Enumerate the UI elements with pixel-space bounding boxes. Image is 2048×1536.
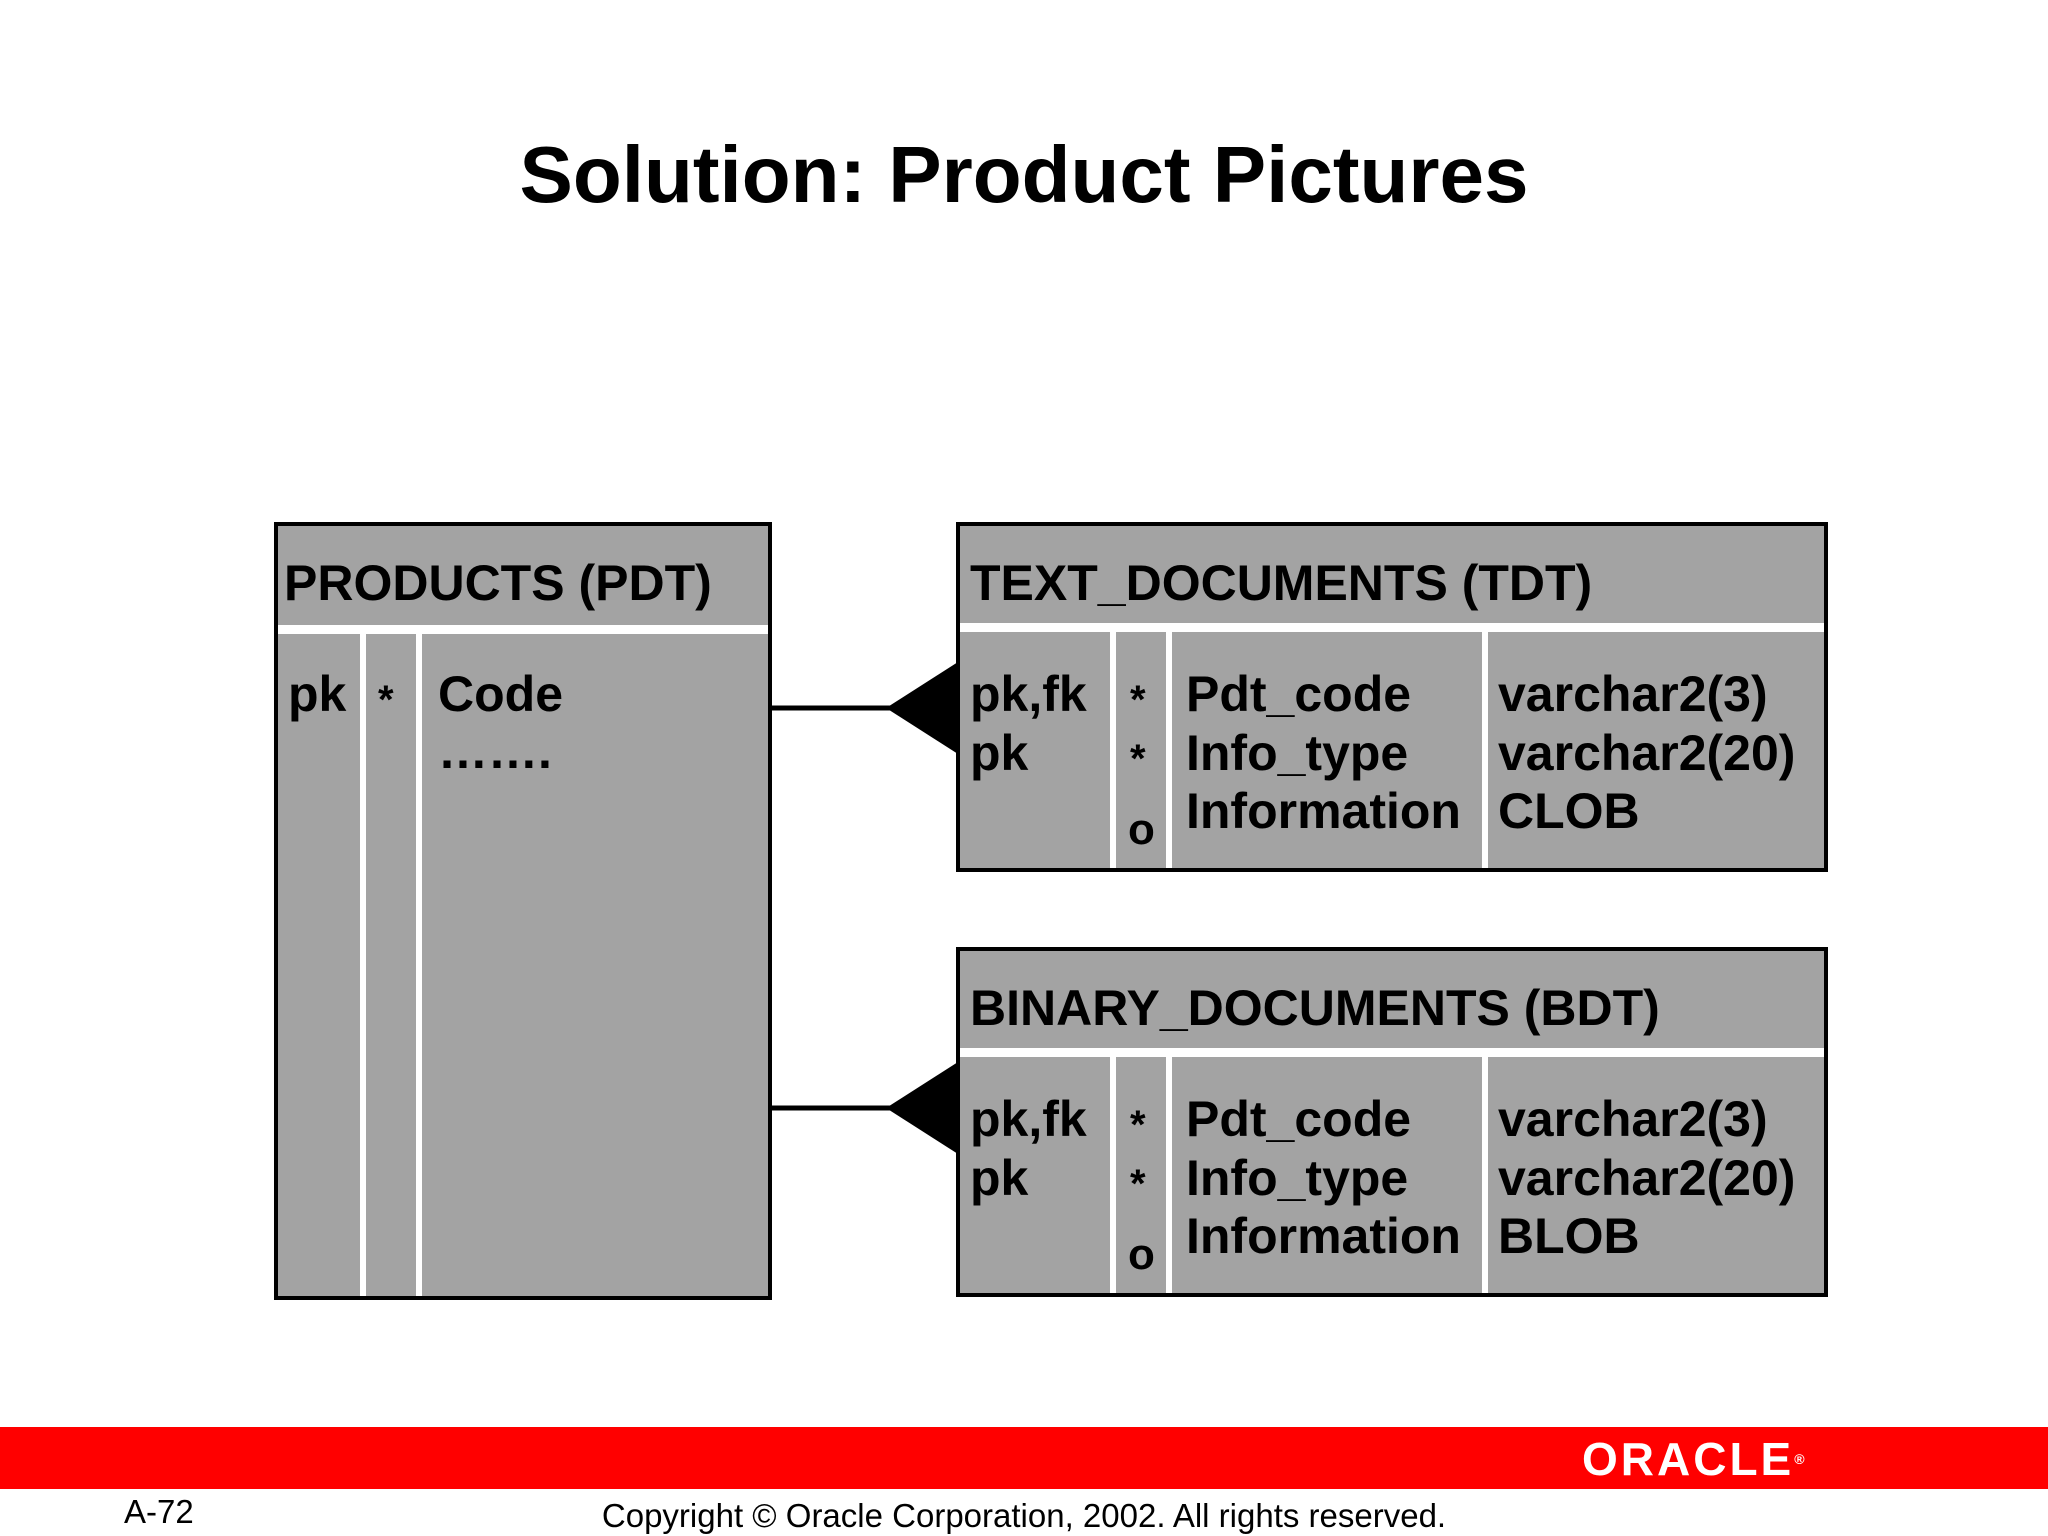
bdt-attr-info-type: Info_type [1186,1150,1409,1206]
products-entity: PRODUCTS (PDT) pk * Code ……. [274,522,772,1300]
pdt-tdt-crowsfoot-icon [886,662,958,754]
bdt-type-3: BLOB [1498,1208,1640,1264]
pdt-bdt-crowsfoot-icon [886,1062,958,1154]
bdt-attr-pdt-code: Pdt_code [1186,1091,1412,1147]
column-divider [1166,1057,1172,1293]
bdt-key-2: pk [970,1150,1029,1206]
tdt-mark-2: * [1130,737,1146,781]
bdt-type-1: varchar2(3) [1498,1091,1768,1147]
tdt-key-2: pk [970,725,1029,781]
column-divider [416,634,422,1296]
bdt-mark-3: o [1128,1230,1155,1279]
products-key-pk: pk [288,666,347,722]
tdt-mark-1: * [1130,678,1146,722]
products-attr-code: Code [438,666,563,722]
column-divider [1482,632,1488,868]
products-more-attributes: ……. [438,723,552,779]
tdt-attr-pdt-code: Pdt_code [1186,666,1412,722]
bdt-attr-information: Information [1186,1208,1461,1264]
tdt-type-1: varchar2(3) [1498,666,1768,722]
tdt-attr-information: Information [1186,783,1461,839]
page-number: A-72 [124,1493,194,1530]
tdt-type-3: CLOB [1498,783,1640,839]
copyright-notice: Copyright © Oracle Corporation, 2002. Al… [601,1497,1447,1534]
tdt-type-2: varchar2(20) [1498,725,1796,781]
entity-header-divider [960,1048,1824,1057]
oracle-logo-text: ORACLE [1582,1433,1795,1485]
bdt-mark-1: * [1130,1103,1146,1147]
tdt-attr-info-type: Info_type [1186,725,1409,781]
registered-mark: ® [1794,1451,1805,1467]
bdt-type-2: varchar2(20) [1498,1150,1796,1206]
bdt-key-1: pk,fk [970,1091,1087,1147]
column-divider [1110,1057,1116,1293]
bdt-mark-2: * [1130,1162,1146,1206]
binary-documents-entity-title: BINARY_DOCUMENTS (BDT) [970,980,1660,1036]
text-documents-entity-title: TEXT_DOCUMENTS (TDT) [970,555,1593,611]
column-divider [1482,1057,1488,1293]
column-divider [360,634,366,1296]
column-divider [1166,632,1172,868]
text-documents-entity: TEXT_DOCUMENTS (TDT) pk,fk * Pdt_code va… [956,522,1828,872]
products-entity-title: PRODUCTS (PDT) [284,555,712,611]
tdt-mark-3: o [1128,805,1155,854]
tdt-key-1: pk,fk [970,666,1087,722]
products-mandatory-mark: * [378,678,394,722]
binary-documents-entity: BINARY_DOCUMENTS (BDT) pk,fk * Pdt_code … [956,947,1828,1297]
slide-title: Solution: Product Pictures [519,130,1529,219]
column-divider [1110,632,1116,868]
entity-header-divider [278,625,768,634]
entity-header-divider [960,623,1824,632]
footer-red-bar [0,1427,2048,1489]
oracle-logo: ORACLE® [1582,1436,1805,1482]
